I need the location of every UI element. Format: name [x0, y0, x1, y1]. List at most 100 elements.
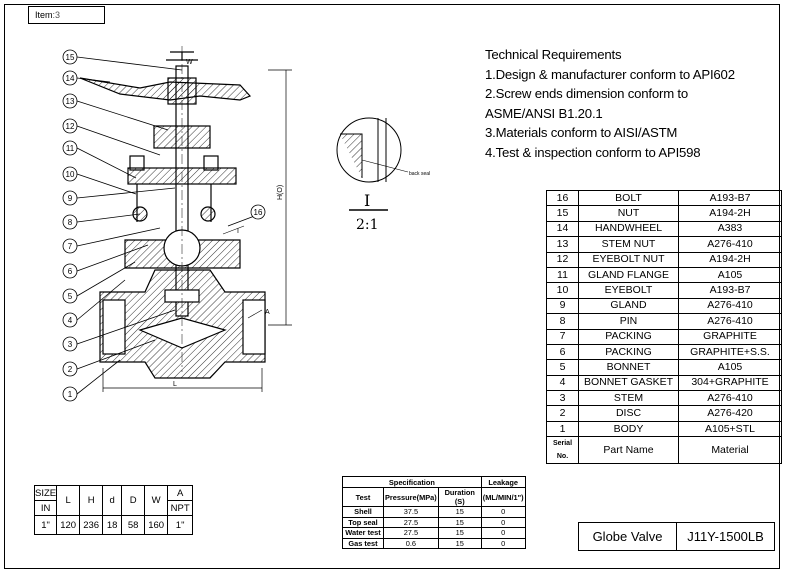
balloon-leader — [76, 359, 121, 395]
parts-cell-no: 12 — [546, 251, 579, 268]
spec-cell-press: 0.6 — [383, 537, 439, 550]
balloon-circle — [62, 190, 78, 206]
spec-cell-leak: 0 — [480, 527, 526, 539]
spec-h-test: Test — [342, 487, 384, 507]
dim-row: 1" 120 236 18 58 160 1" — [33, 515, 194, 535]
spec-h-press: Pressure(MPa) — [383, 487, 439, 507]
parts-cell-name: GLAND FLANGE — [578, 266, 679, 284]
parts-cell-no: 6 — [546, 343, 579, 361]
balloon-circle — [62, 312, 78, 328]
balloon-number: 12 — [66, 122, 75, 131]
parts-cell-name: EYEBOLT NUT — [578, 251, 679, 268]
balloon-number: 5 — [68, 292, 73, 301]
title-name: Globe Valve — [578, 522, 677, 551]
dim-npt-label: NPT — [167, 500, 194, 516]
dim-val-size: 1" — [33, 515, 58, 535]
parts-cell-name: PACKING — [578, 328, 679, 345]
balloon-circle — [62, 238, 78, 254]
dim-w-head: W — [144, 485, 169, 516]
dim-h-head: H — [79, 485, 104, 516]
parts-header-name: Part Name — [578, 436, 679, 465]
parts-cell-name: STEM NUT — [578, 236, 679, 253]
dim-val-l: 120 — [56, 515, 81, 535]
spec-cell-test: Water test — [342, 527, 384, 539]
dim-a-head: A — [167, 485, 194, 501]
parts-cell-no: 10 — [546, 282, 579, 299]
balloon-circle — [62, 70, 78, 86]
parts-cell-name: BONNET — [578, 359, 679, 376]
dim-D-head: D — [121, 485, 146, 516]
parts-cell-mat: GRAPHITE+S.S. — [678, 343, 782, 361]
parts-cell-no: 1 — [546, 420, 579, 438]
parts-cell-no: 5 — [546, 359, 579, 376]
parts-cell-name: EYEBOLT — [578, 282, 679, 299]
balloon-number: 10 — [66, 170, 75, 179]
handwheel-shape — [79, 77, 252, 101]
spec-cell-dur: 15 — [437, 527, 482, 539]
spec-cell-test: Top seal — [342, 516, 384, 529]
dim-w-label: W — [186, 59, 193, 66]
balloon-leader — [76, 244, 149, 272]
balloon-number: 14 — [66, 74, 75, 83]
parts-cell-mat: A276-420 — [678, 405, 782, 422]
spec-h-leak: (ML/MIN/1") — [480, 487, 526, 507]
parts-cell-no: 7 — [546, 328, 579, 345]
spec-cell-leak: 0 — [480, 537, 526, 550]
item-label: Item — [35, 10, 53, 20]
parts-cell-mat: A105 — [678, 266, 782, 284]
spec-h-dur: Duration (S) — [437, 487, 482, 507]
parts-cell-no: 16 — [546, 189, 579, 207]
parts-cell-mat: A194-2H — [678, 251, 782, 268]
dim-val-D: 58 — [121, 515, 146, 535]
balloon-leader — [76, 261, 136, 297]
title-model: J11Y-1500LB — [676, 522, 775, 551]
balloon-circle — [62, 49, 78, 65]
parts-cell-name: NUT — [578, 205, 679, 222]
parts-cell-name: PACKING — [578, 343, 679, 361]
parts-cell-mat: A193-B7 — [678, 189, 782, 207]
balloon-number: 4 — [68, 316, 73, 325]
balloon-leader — [76, 339, 156, 370]
spec-cell-press: 27.5 — [383, 516, 439, 529]
parts-cell-no: 3 — [546, 390, 579, 407]
dim-in-label: IN — [33, 500, 58, 516]
parts-cell-mat: GRAPHITE — [678, 328, 782, 345]
balloon-leader — [76, 187, 176, 199]
spec-cell-test: Gas test — [342, 537, 384, 550]
parts-cell-no: 11 — [546, 266, 579, 284]
tech-line: 3.Materials conform to AISI/ASTM — [485, 125, 678, 140]
sec-i-label: I — [237, 228, 239, 235]
title-block: Globe Valve J11Y-1500LB — [578, 522, 775, 551]
parts-header-no: Serial No. — [546, 436, 579, 465]
balloon-number: 6 — [68, 267, 73, 276]
parts-cell-no: 8 — [546, 313, 579, 330]
spec-cell-dur: 15 — [437, 506, 482, 518]
parts-cell-mat: A105+STL — [678, 420, 782, 438]
detail-scale: 2:1 — [356, 217, 379, 233]
dim-val-h: 236 — [79, 515, 104, 535]
dim-h-label: H(O) — [277, 185, 284, 200]
tech-title: Technical Requirements — [485, 47, 622, 62]
parts-cell-name: PIN — [578, 313, 679, 330]
parts-cell-mat: 304+GRAPHITE — [678, 374, 782, 392]
dim-a-label: A — [265, 309, 270, 316]
dim-l-head: L — [56, 485, 81, 516]
parts-cell-mat: A276-410 — [678, 297, 782, 315]
parts-cell-mat: A105 — [678, 359, 782, 376]
spec-cell-leak: 0 — [480, 516, 526, 529]
